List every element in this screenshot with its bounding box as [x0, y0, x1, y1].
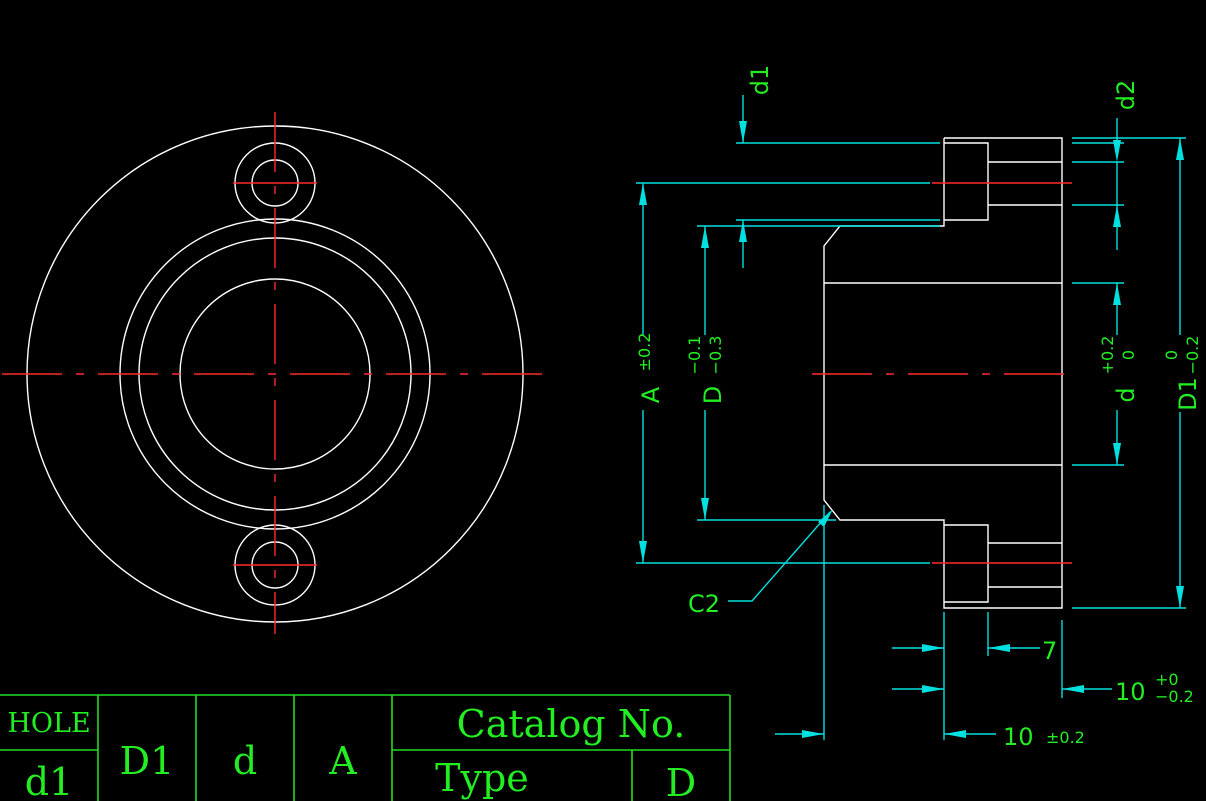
top-counterbore [944, 142, 989, 221]
label-D1-tol-upper: 0 [1162, 350, 1181, 360]
table-catalog-no: Catalog No. [457, 702, 686, 746]
label-d: d [1112, 387, 1140, 402]
label-C2: C2 [688, 590, 720, 618]
table-col-A: A [328, 739, 357, 783]
table-type-D: D [666, 761, 696, 801]
label-D-tol-lower: −0.3 [706, 336, 725, 375]
label-d1: d1 [746, 65, 774, 96]
table-col-D1: D1 [120, 739, 175, 783]
label-d2: d2 [1112, 80, 1140, 111]
table-type: Type [435, 756, 529, 800]
label-D1: D1 [1174, 377, 1202, 411]
label-A: A [637, 386, 665, 403]
label-D-tol-upper: −0.1 [685, 336, 704, 375]
label-10-b: 10 [1003, 723, 1034, 751]
table-hole-sub: d1 [25, 760, 74, 801]
label-A-tol: ±0.2 [635, 333, 654, 372]
dimension-lines [636, 95, 1186, 740]
label-d-tol-lower: 0 [1119, 350, 1138, 360]
table-hole-header: HOLE [7, 708, 90, 739]
label-D1-tol-lower: −0.2 [1183, 336, 1202, 375]
part-outline [823, 137, 1063, 609]
side-view [812, 137, 1074, 609]
table-col-d: d [233, 739, 257, 783]
label-d-tol-upper: +0.2 [1098, 336, 1117, 375]
label-D: D [699, 386, 727, 404]
spec-table: HOLE d1 D1 d A Catalog No. Type D [0, 694, 731, 801]
label-10-b-tol: ±0.2 [1046, 728, 1085, 747]
front-view [2, 112, 548, 634]
dimension-labels: d1 d2 A ±0.2 D −0.1 −0.3 d +0.2 0 D1 0 −… [635, 65, 1202, 751]
label-10-a: 10 [1115, 678, 1146, 706]
label-10-a-tol-lower: −0.2 [1155, 687, 1194, 706]
label-10-a-tol-upper: +0 [1155, 670, 1179, 689]
label-7: 7 [1042, 637, 1057, 665]
